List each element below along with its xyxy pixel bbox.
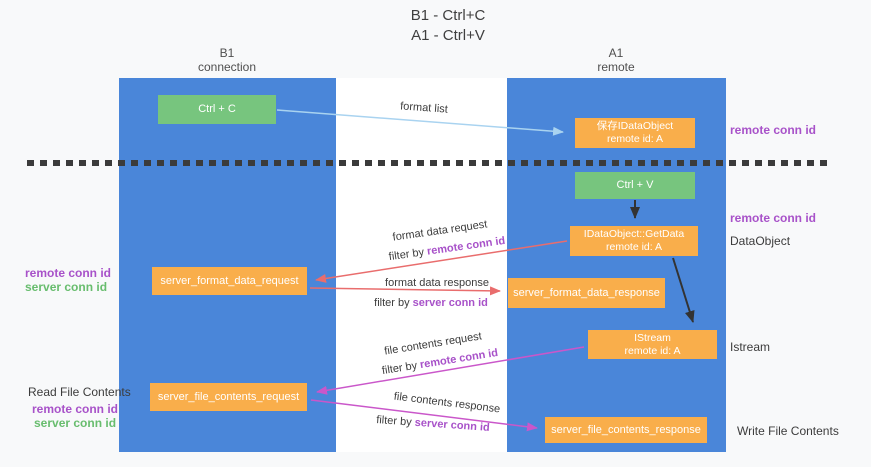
label-format-data-response: format data response <box>385 277 489 289</box>
node-getdata-line1: IDataObject::GetData <box>583 228 685 240</box>
node-server-file-contents-response: server_file_contents_response <box>545 417 707 443</box>
node-save-idataobject-line1: 保存IDataObject <box>596 120 674 132</box>
title-line-1: B1 - Ctrl+C <box>410 7 486 24</box>
label-server-conn-id-left-upper: server conn id <box>25 280 108 294</box>
node-istream-line1: IStream <box>634 331 671 344</box>
node-idataobject-getdata: IDataObject::GetData remote id: A <box>570 226 698 256</box>
column-header-a1: A1 remote <box>597 46 634 74</box>
label-filter-by-server-1: filter by server conn id <box>374 297 488 309</box>
column-a1-role: remote <box>597 60 635 74</box>
node-ctrl-v: Ctrl + V <box>575 172 695 199</box>
column-a1-name: A1 <box>608 46 624 60</box>
label-istream: Istream <box>730 340 771 354</box>
column-b1-role: connection <box>197 60 257 74</box>
node-istream: IStream remote id: A <box>588 330 717 359</box>
diagram-title: B1 - Ctrl+C A1 - Ctrl+V <box>411 6 486 46</box>
label-write-file-contents: Write File Contents <box>737 424 839 438</box>
title-line-2: A1 - Ctrl+V <box>411 27 485 44</box>
filter-by-text: filter by <box>374 297 413 309</box>
node-save-idataobject: 保存IDataObject remote id: A <box>575 118 695 148</box>
node-getdata-line2: remote id: A <box>605 241 663 253</box>
label-remote-conn-id-left-lower: remote conn id <box>32 402 119 416</box>
label-remote-conn-id-left-upper: remote conn id <box>25 266 112 280</box>
label-server-conn-id-left-lower: server conn id <box>34 416 117 430</box>
label-remote-conn-id-mid: remote conn id <box>730 211 817 225</box>
node-server-format-data-response: server_format_data_response <box>508 278 665 308</box>
column-b1-name: B1 <box>219 46 235 60</box>
server-conn-id-text: server conn id <box>412 297 488 309</box>
node-server-format-data-response-label: server_format_data_response <box>513 286 660 299</box>
node-ctrl-v-label: Ctrl + V <box>616 179 654 191</box>
label-remote-conn-id-top: remote conn id <box>730 123 817 137</box>
node-server-format-data-request: server_format_data_request <box>152 267 307 295</box>
node-ctrl-c: Ctrl + C <box>158 95 276 124</box>
node-server-file-contents-request-label: server_file_contents_request <box>157 390 300 403</box>
label-dataobject: DataObject <box>730 234 791 248</box>
node-server-format-data-request-label: server_format_data_request <box>160 274 299 287</box>
node-ctrl-c-label: Ctrl + C <box>198 103 236 115</box>
label-read-file-contents: Read File Contents <box>28 385 131 399</box>
node-server-file-contents-response-label: server_file_contents_response <box>551 423 701 436</box>
node-server-file-contents-request: server_file_contents_request <box>150 383 307 411</box>
node-save-idataobject-line2: remote id: A <box>606 133 664 145</box>
column-header-b1: B1 connection <box>198 46 256 74</box>
node-istream-line2: remote id: A <box>624 344 681 357</box>
